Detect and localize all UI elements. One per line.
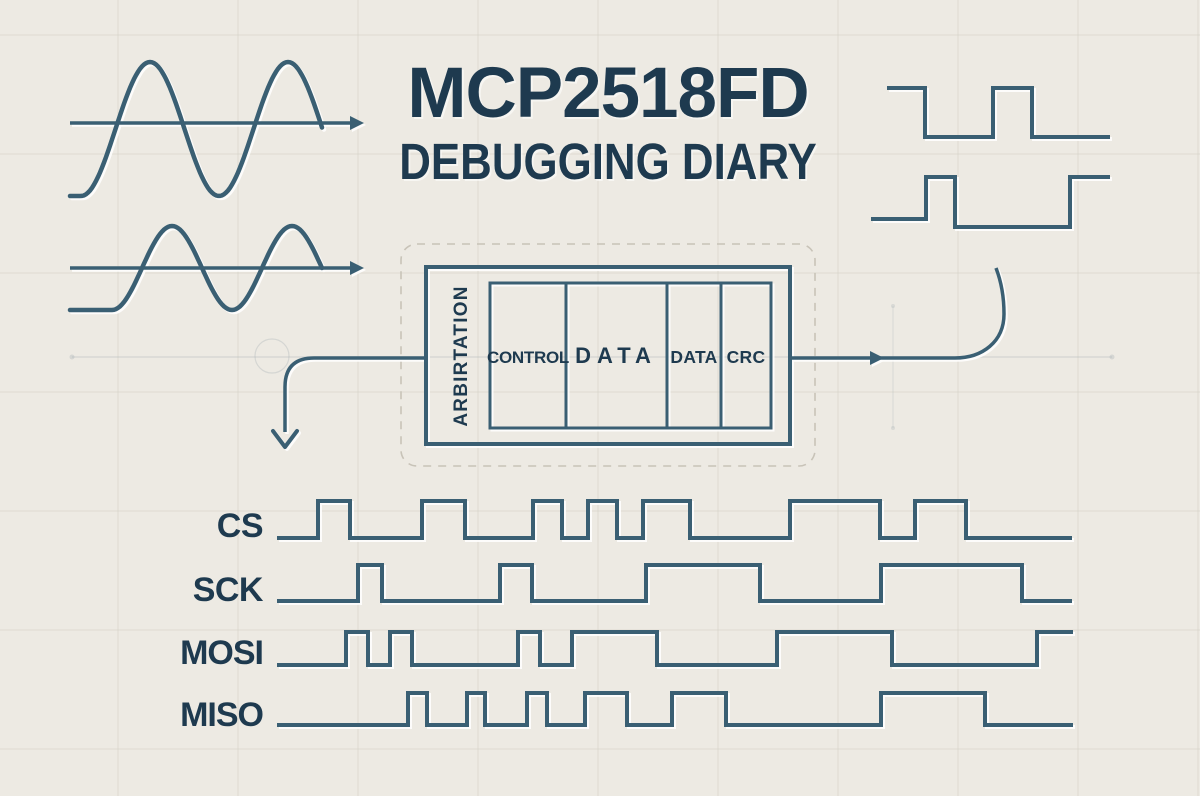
- right-arrow-icon: [350, 261, 364, 275]
- frame-outer-box: [424, 265, 792, 446]
- square-wave-1: [887, 86, 1110, 139]
- title-block: MCP2518FD DEBUGGING DIARY: [348, 54, 868, 191]
- faint-dot: [69, 354, 75, 360]
- timing-waveform-sck: [277, 563, 1072, 603]
- timing-waveform-mosi: [277, 630, 1073, 667]
- diagram-strokes: [67, 59, 1110, 727]
- cell-label-data-main: DATA: [575, 343, 657, 368]
- down-arrow-icon: [271, 429, 299, 449]
- cell-label-crc: CRC: [727, 347, 766, 367]
- right-arrow-icon: [350, 116, 364, 130]
- frame-exit-line: [790, 267, 1006, 360]
- frame-entry-line: [283, 356, 426, 432]
- faint-dot: [891, 426, 895, 430]
- sine-wave-1: [67, 59, 325, 199]
- faint-dot: [891, 304, 895, 308]
- faint-dot: [1109, 354, 1115, 360]
- cell-label-control: CONTROL: [487, 348, 569, 367]
- square-wave-2: [871, 175, 1110, 229]
- signal-label-sck: SCK: [193, 571, 264, 609]
- right-arrow-icon: [870, 351, 884, 365]
- page-title: MCP2518FD: [407, 54, 809, 133]
- signal-label-cs: CS: [217, 507, 263, 545]
- signal-label-mosi: MOSI: [180, 634, 263, 672]
- sine-wave-2: [67, 223, 325, 313]
- timing-waveform-miso: [277, 691, 1073, 727]
- faint-circle: [254, 338, 290, 374]
- cell-label-data-2: DATA: [670, 347, 717, 367]
- arbitration-label: ARBIRTATION: [451, 285, 472, 426]
- page-subtitle: DEBUGGING DIARY: [399, 133, 817, 191]
- diagram-labels: ARBIRTATION CONTROL DATA DATA CRC CS SCK…: [180, 285, 765, 734]
- frame-inner-box: [488, 281, 773, 430]
- timing-waveform-cs: [277, 499, 1072, 540]
- frame-dashed-outline: [400, 243, 816, 467]
- signal-label-miso: MISO: [180, 696, 263, 734]
